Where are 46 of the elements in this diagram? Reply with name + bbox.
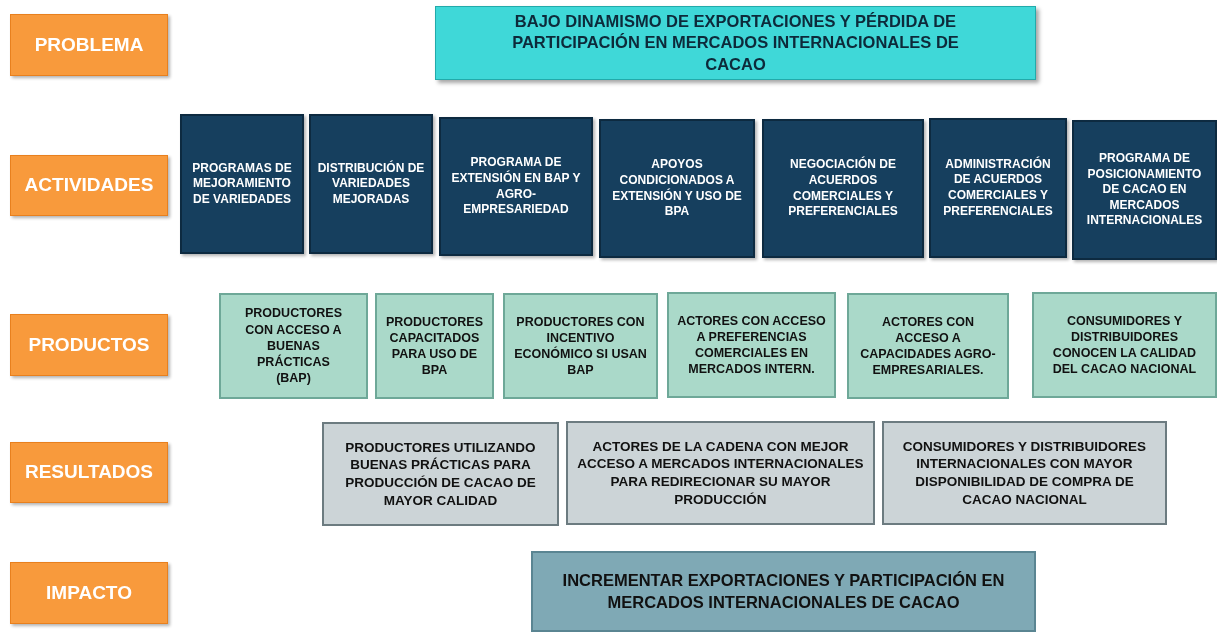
product-box bbox=[667, 292, 836, 398]
level-label-box bbox=[10, 562, 168, 624]
box-text: IMPACTO bbox=[46, 580, 132, 605]
box-text: PRODUCTORES CON INCENTIVO ECONÓMICO SI USAN BAP bbox=[513, 313, 648, 379]
box-text: PROGRAMAS DE MEJORAMIENTO DE VARIEDADES bbox=[191, 160, 293, 208]
box-text: ADMINISTRACIÓN DE ACUERDOS COMERCIALES Y PREFERENCIALES bbox=[942, 156, 1054, 220]
result-box bbox=[566, 421, 875, 525]
activity-box bbox=[599, 119, 755, 258]
box-text: PRODUCTORES UTILIZANDO BUENAS PRÁCTICAS PARA PRODUCCIÓN DE CACAO DE MAYOR CALIDAD bbox=[344, 438, 537, 510]
box-text: RESULTADOS bbox=[24, 460, 154, 485]
box-text: NEGOCIACIÓN DE ACUERDOS COMERCIALES Y PREFERENCIALES bbox=[787, 157, 899, 220]
activity-box bbox=[1072, 120, 1217, 260]
product-box bbox=[1032, 292, 1217, 398]
activity-box bbox=[309, 114, 433, 254]
box-text: PRODUCTOS bbox=[28, 332, 150, 357]
product-box bbox=[375, 293, 494, 399]
problem-box bbox=[435, 6, 1036, 80]
box-text: PROGRAMA DE EXTENSIÓN EN BAP Y AGRO-EMPRESARIEDAD bbox=[450, 155, 582, 218]
level-label-box bbox=[10, 155, 168, 216]
box-text: PROGRAMA DE POSICIONAMIENTO DE CACAO EN MERCADOS INTERNACIONALES bbox=[1085, 151, 1204, 229]
box-text: PRODUCTORES CAPACITADOS PARA USO DE BPA bbox=[385, 313, 484, 379]
box-text: ACTIVIDADES bbox=[24, 173, 154, 198]
box-text: ACTORES CON ACCESO A PREFERENCIAS COMERCIALES EN MERCADOS INTERN. bbox=[676, 312, 827, 378]
level-label-box bbox=[10, 442, 168, 503]
box-text: APOYOS CONDICIONADOS A EXTENSIÓN Y USO DE BPA bbox=[611, 157, 743, 220]
box-text: PROBLEMA bbox=[34, 32, 144, 57]
box-text: ACTORES CON ACCESO A CAPACIDADES AGRO-EMPRESARIALES. bbox=[859, 313, 997, 379]
activity-box bbox=[439, 117, 593, 256]
box-text: ACTORES DE LA CADENA CON MEJOR ACCESO A MERCADOS INTERNACIONALES PARA REDIRECIONAR SU MAYOR PRODUCCIÓN bbox=[576, 437, 865, 509]
result-box bbox=[882, 421, 1167, 525]
box-text: CONSUMIDORES Y DISTRIBUIDORES INTERNACIONALES CON MAYOR DISPONIBILIDAD DE COMPRA DE CACAO NACIONAL bbox=[901, 437, 1148, 509]
box-text: BAJO DINAMISMO DE EXPORTACIONES Y PÉRDIDA DE PARTICIPACIÓN EN MERCADOS INTERNACIONALES DE CACAO bbox=[511, 10, 960, 75]
result-box bbox=[322, 422, 559, 526]
activity-box bbox=[929, 118, 1067, 258]
product-box bbox=[219, 293, 368, 399]
box-text: INCREMENTAR EXPORTACIONES Y PARTICIPACIÓN EN MERCADOS INTERNACIONALES DE CACAO bbox=[561, 570, 1006, 613]
box-text: DISTRIBUCIÓN DE VARIEDADES MEJORADAS bbox=[317, 160, 425, 208]
box-text: CONSUMIDORES Y DISTRIBUIDORES CONOCEN LA CALIDAD DEL CACAO NACIONAL bbox=[1051, 312, 1198, 378]
level-label-box bbox=[10, 14, 168, 76]
product-box bbox=[847, 293, 1009, 399]
impact-box bbox=[531, 551, 1036, 632]
box-text: PRODUCTORES CON ACCESO A BUENAS PRÁCTICAS (BAP) bbox=[244, 305, 343, 387]
level-label-box bbox=[10, 314, 168, 376]
product-box bbox=[503, 293, 658, 399]
activity-box bbox=[180, 114, 304, 254]
activity-box bbox=[762, 119, 924, 258]
